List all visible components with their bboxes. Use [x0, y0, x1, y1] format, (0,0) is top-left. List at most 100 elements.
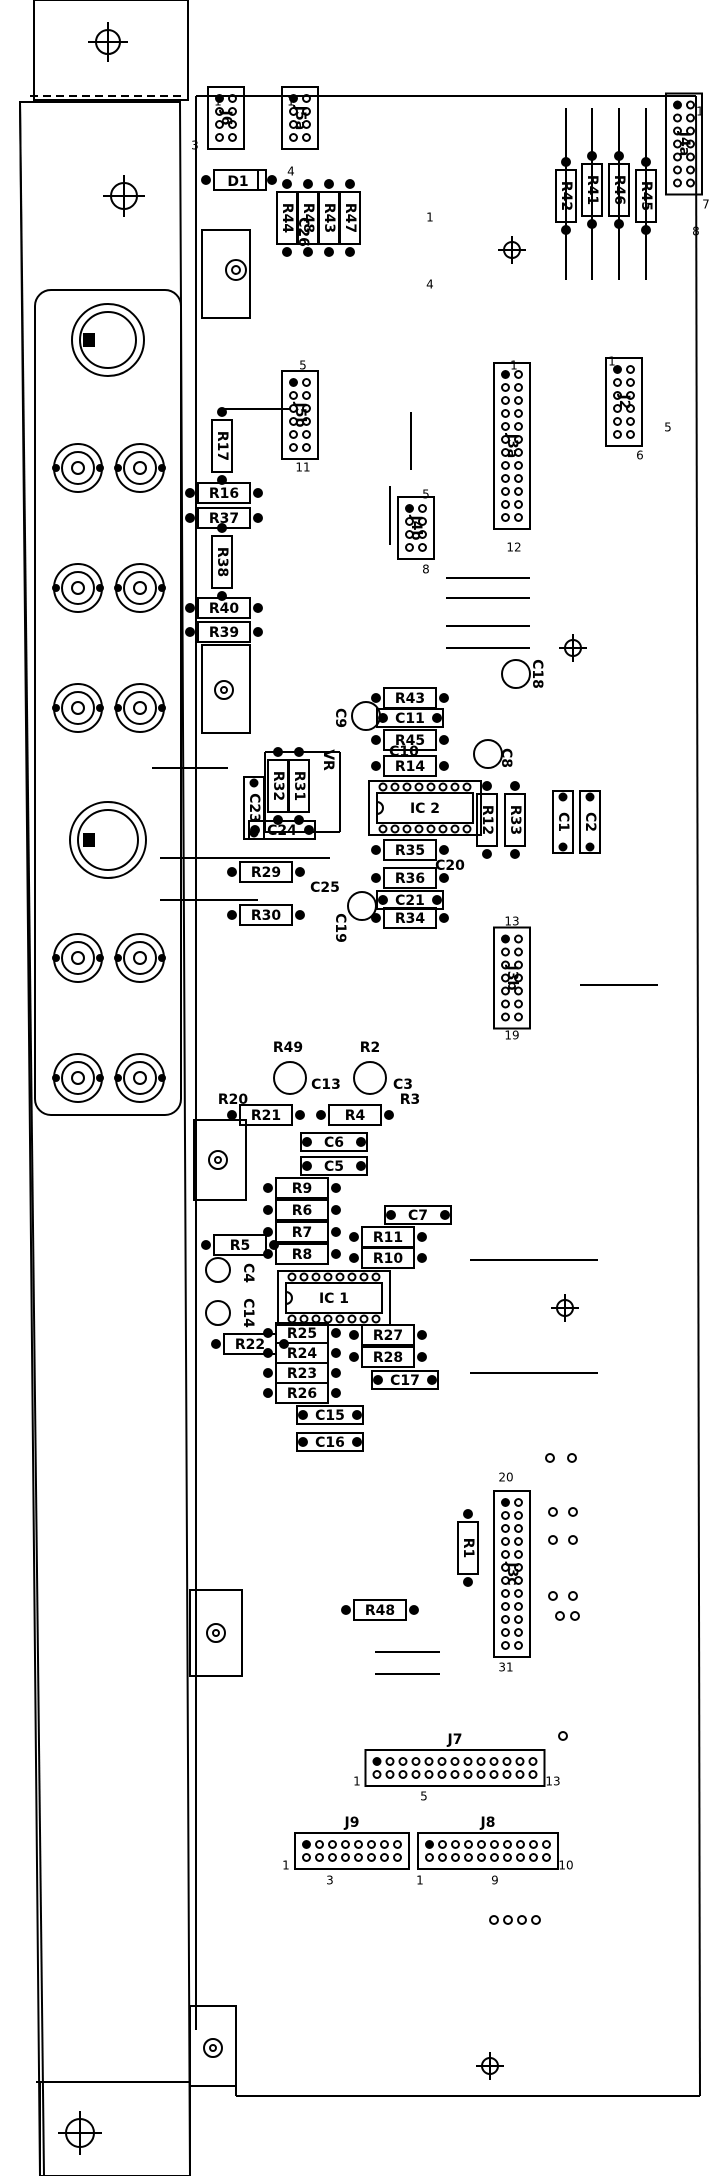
capacitor-label: C8 [498, 748, 514, 768]
capacitor-label: C14 [240, 1298, 256, 1328]
pin-number: 1 [696, 105, 704, 119]
pin-number: 4 [426, 278, 434, 292]
front-panel [18, 0, 192, 2176]
connector-header: J6 [207, 86, 245, 150]
pad-cluster [489, 1453, 580, 1925]
resistor-label: R28 [373, 1350, 403, 1366]
resistor-label: R11 [373, 1230, 403, 1246]
capacitor-label: C7 [408, 1208, 428, 1224]
resistor: R43 [371, 687, 449, 709]
resistor: R10 [349, 1247, 427, 1269]
capacitor-label: C26 [295, 217, 311, 247]
connector-header: J5b [281, 370, 319, 460]
resistor: R12 [476, 781, 498, 859]
capacitor: C5 [300, 1156, 368, 1176]
pin-number: 20 [498, 1471, 513, 1485]
resistor-label: R31 [291, 771, 307, 801]
capacitor-label: C21 [395, 893, 425, 909]
resistor-label: R12 [479, 805, 495, 835]
resistor: R38 [211, 523, 233, 601]
resistor-label: R7 [292, 1225, 313, 1241]
pin-number: 1 [426, 211, 434, 225]
resistor: R1 [457, 1509, 479, 1587]
capacitor-label: C16 [315, 1435, 345, 1451]
pin-number: 1 [287, 95, 295, 109]
capacitor: C15 [296, 1405, 364, 1425]
resistor-label: R16 [209, 486, 239, 502]
resistor-label: R44 [279, 203, 295, 234]
resistor-label: R22 [235, 1337, 265, 1353]
bnc-jack-icon [52, 933, 104, 983]
resistor-label: R30 [251, 908, 282, 924]
resistor: R25 [263, 1322, 341, 1344]
connector-label: J7 [447, 1732, 463, 1748]
panel-top-tab [33, 0, 189, 101]
ic-label: IC 1 [319, 1291, 349, 1307]
resistor: R45 [635, 157, 657, 235]
connector-label: J6 [218, 110, 234, 126]
resistor: R11 [349, 1226, 427, 1248]
capacitor: C24 [248, 820, 316, 840]
resistor: R7 [263, 1221, 341, 1243]
capacitor: C16 [296, 1432, 364, 1452]
bracket [189, 229, 251, 2087]
pin-number: 1 [353, 1775, 361, 1789]
connector-label: J4a [676, 131, 692, 156]
diode-icon [201, 169, 277, 191]
resistor-label: R45 [638, 181, 654, 211]
component-label: R3 [400, 1092, 421, 1108]
mounting-hole-icon [103, 175, 145, 217]
resistor: R36 [371, 867, 449, 889]
component-label: R20 [218, 1092, 249, 1108]
resistor-label: R27 [373, 1328, 403, 1344]
resistor-label: R36 [395, 871, 425, 887]
pin-number: 1 [608, 355, 616, 369]
pin-number: 7 [702, 198, 710, 212]
bnc-jack-icon [52, 683, 104, 733]
resistor-label: R42 [558, 181, 574, 211]
pin-number: 6 [636, 449, 644, 463]
resistor: R39 [185, 621, 263, 643]
capacitor: C6 [300, 1132, 368, 1152]
pin-number: 3 [326, 1874, 334, 1888]
component-label: R49 [273, 1040, 303, 1056]
connector-header: J4b [397, 496, 435, 560]
panel-bottom-tab [39, 2081, 191, 2176]
resistor: R27 [349, 1324, 427, 1346]
resistor-label: R14 [395, 759, 426, 775]
resistor-label: R10 [373, 1251, 404, 1267]
resistor: R21 [227, 1104, 305, 1126]
wire-traces [152, 108, 658, 1675]
pin-number: 5 [664, 421, 672, 435]
resistor-label: R21 [251, 1108, 281, 1124]
pin-number: 31 [498, 1661, 513, 1675]
resistor-label: R39 [209, 625, 239, 641]
pin-number: 3 [191, 139, 199, 153]
resistor: R34 [371, 907, 449, 929]
pin-number: 1 [282, 1859, 290, 1873]
resistor: R47 [339, 179, 361, 257]
board-outline [195, 95, 701, 2097]
bnc-jack-icon [52, 563, 104, 613]
bnc-jacks [52, 443, 166, 1103]
capacitor: C23 [243, 776, 265, 840]
component-label: VR [320, 749, 336, 771]
din-socket-icon [71, 303, 145, 377]
mounting-hole-icon [58, 2111, 102, 2155]
resistor-label: R26 [287, 1386, 317, 1402]
resistor: R45 [371, 729, 449, 751]
capacitor-label: C9 [332, 708, 348, 728]
resistor-label: R6 [292, 1203, 313, 1219]
connector-label: J2 [616, 394, 632, 410]
capacitor: C17 [371, 1370, 439, 1390]
pin-number: 8 [422, 563, 430, 577]
connector-label: J3b [504, 965, 520, 991]
resistor: R16 [185, 482, 263, 504]
capacitor: C1 [552, 790, 574, 854]
resistor-label: R25 [287, 1326, 317, 1342]
pin-number: 9 [491, 1874, 499, 1888]
capacitor-label: C10 [389, 744, 419, 760]
